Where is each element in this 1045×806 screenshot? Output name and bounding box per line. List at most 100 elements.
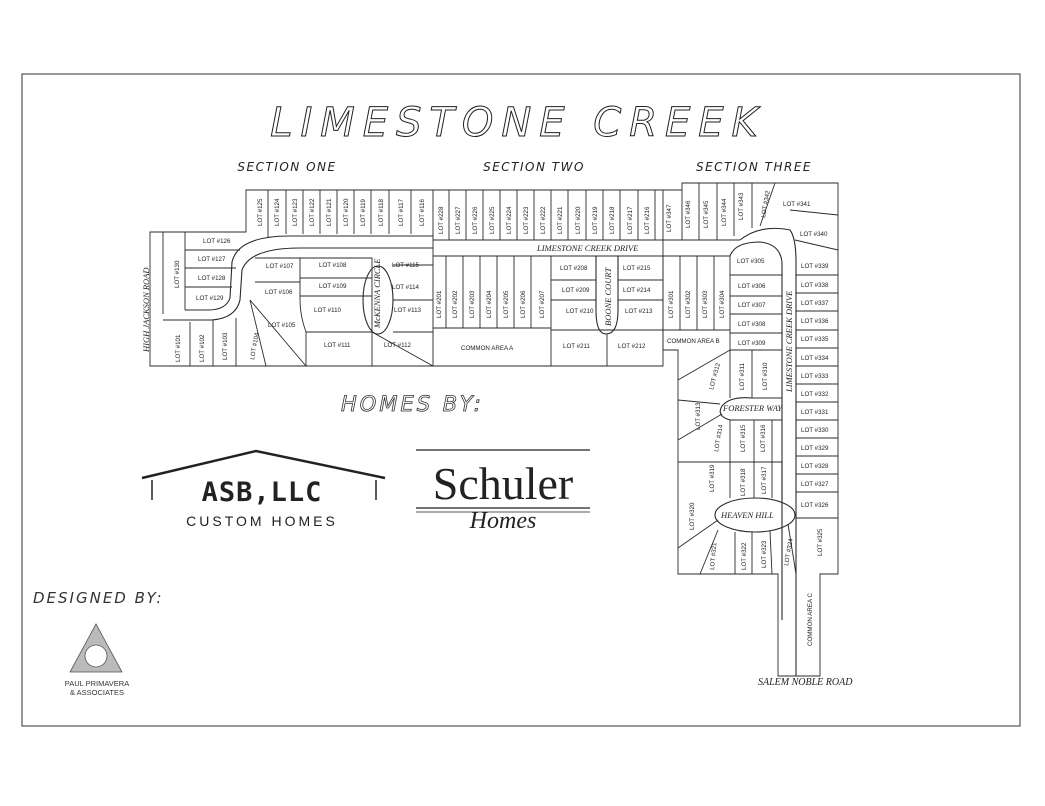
lot-label: LOT #344 xyxy=(721,198,728,226)
schuler-sub: Homes xyxy=(469,508,537,534)
lot-label: LOT #335 xyxy=(801,336,829,343)
lot-label: LOT #203 xyxy=(469,290,476,318)
designer-logo: PAUL PRIMAVERA & ASSOCIATES xyxy=(65,623,129,697)
lot-label: LOT #314 xyxy=(713,424,725,453)
map-title: LIMESTONE CREEK xyxy=(270,100,766,146)
forester-way-label: FORESTER WAY xyxy=(722,403,783,413)
asb-logo: ASB,LLC CUSTOM HOMES xyxy=(141,449,386,529)
lot-label: LOT #208 xyxy=(560,265,588,272)
lot-label: LOT #105 xyxy=(268,322,296,329)
lot-label: LOT #227 xyxy=(455,206,462,234)
salem-noble-road-label: SALEM NOBLE ROAD xyxy=(758,677,853,688)
lot-label: LOT #332 xyxy=(801,391,829,398)
lot-label: LOT #103 xyxy=(222,332,229,360)
lot-label: LOT #106 xyxy=(265,289,293,296)
lot-label: LOT #329 xyxy=(801,445,829,452)
lot-label: LOT #104 xyxy=(249,332,261,361)
lot-label: LOT #308 xyxy=(738,321,766,328)
asb-name: ASB,LLC xyxy=(202,477,323,508)
lot-label: LOT #307 xyxy=(738,302,766,309)
lot-label: LOT #101 xyxy=(175,334,182,362)
schuler-name: Schuler xyxy=(433,458,574,509)
lot-label: LOT #333 xyxy=(801,373,829,380)
lot-label: LOT #328 xyxy=(801,463,829,470)
common-area-c: COMMON AREA C xyxy=(807,593,814,646)
page-frame xyxy=(21,73,1021,727)
lot-label: LOT #343 xyxy=(738,192,745,220)
lot-label: LOT #209 xyxy=(562,287,590,294)
section-one-label: SECTION ONE xyxy=(237,160,336,174)
designer-name-line2: & ASSOCIATES xyxy=(70,688,124,697)
section-one-labels: LOT #125 LOT #124 LOT #123 LOT #122 LOT … xyxy=(174,198,426,362)
lot-label: LOT #315 xyxy=(740,424,747,452)
lot-label: LOT #224 xyxy=(506,206,513,234)
lot-label: LOT #214 xyxy=(623,287,651,294)
lot-label: LOT #330 xyxy=(801,427,829,434)
lot-label: LOT #331 xyxy=(801,409,829,416)
common-area-a: COMMON AREA A xyxy=(461,345,514,352)
lot-label: LOT #102 xyxy=(199,334,206,362)
lot-label: LOT #110 xyxy=(314,307,342,314)
lot-label: LOT #346 xyxy=(685,200,692,228)
lot-label: LOT #221 xyxy=(557,206,564,234)
lot-label: LOT #109 xyxy=(319,283,347,290)
lot-label: LOT #117 xyxy=(398,198,405,226)
lot-label: LOT #127 xyxy=(198,256,226,263)
lot-label: LOT #205 xyxy=(503,290,510,318)
lot-label: LOT #222 xyxy=(540,206,547,234)
designer-name-line1: PAUL PRIMAVERA xyxy=(65,679,129,688)
lot-label: LOT #305 xyxy=(737,258,765,265)
lot-label: LOT #324 xyxy=(783,538,795,567)
lot-label: LOT #223 xyxy=(523,206,530,234)
lot-label: LOT #310 xyxy=(762,362,769,390)
section-two-lots xyxy=(433,189,740,367)
lot-label: LOT #115 xyxy=(392,262,420,269)
lot-label: LOT #116 xyxy=(419,198,426,226)
lot-label: LOT #216 xyxy=(644,206,651,234)
lot-label: LOT #338 xyxy=(801,282,829,289)
lot-label: LOT #212 xyxy=(618,343,646,350)
lot-label: LOT #210 xyxy=(566,308,594,315)
lot-label: LOT #327 xyxy=(801,481,829,488)
lot-label: LOT #218 xyxy=(609,206,616,234)
lot-label: LOT #217 xyxy=(627,206,634,234)
lot-label: LOT #123 xyxy=(292,198,299,226)
lot-label: LOT #339 xyxy=(801,263,829,270)
section-two-labels: LOT #228 LOT #227 LOT #226 LOT #225 LOT … xyxy=(436,206,653,350)
lot-label: LOT #130 xyxy=(174,260,181,288)
lot-label: LOT #129 xyxy=(196,295,224,302)
lot-label: LOT #323 xyxy=(761,540,768,568)
high-jackson-road-label: HIGH JACKSON ROAD xyxy=(141,267,151,353)
limestone-creek-drive-vertical-label: LIMESTONE CREEK DRIVE xyxy=(784,290,794,393)
lot-label: LOT #121 xyxy=(326,198,333,226)
lot-label: LOT #228 xyxy=(438,206,445,234)
lot-label: LOT #213 xyxy=(625,308,653,315)
lot-label: LOT #120 xyxy=(343,198,350,226)
lot-label: LOT #318 xyxy=(740,468,747,496)
section-two-label: SECTION TWO xyxy=(483,160,585,174)
lot-label: LOT #124 xyxy=(274,198,281,226)
lot-label: LOT #312 xyxy=(708,362,722,391)
lot-label: LOT #226 xyxy=(472,206,479,234)
lot-label: LOT #325 xyxy=(817,528,824,556)
lot-label: LOT #211 xyxy=(563,343,591,350)
lot-label: LOT #111 xyxy=(324,342,351,349)
lot-label: LOT #202 xyxy=(452,290,459,318)
lot-label: LOT #326 xyxy=(801,502,829,509)
common-area-b: COMMON AREA B xyxy=(667,338,720,345)
lot-label: LOT #317 xyxy=(761,466,768,494)
lot-label: LOT #114 xyxy=(392,284,420,291)
lot-label: LOT #340 xyxy=(800,231,828,238)
lot-label: LOT #118 xyxy=(378,198,385,226)
lot-label: LOT #322 xyxy=(741,542,748,570)
section-three-lots xyxy=(662,182,839,677)
lot-label: LOT #128 xyxy=(198,275,226,282)
lot-label: LOT #107 xyxy=(266,263,294,270)
homes-by-heading: HOMES BY: xyxy=(341,392,484,416)
lot-label: LOT #219 xyxy=(592,206,599,234)
lot-label: LOT #215 xyxy=(623,265,651,272)
lot-label: LOT #337 xyxy=(801,300,829,307)
lot-label: LOT #126 xyxy=(203,238,231,245)
lot-label: LOT #342 xyxy=(760,190,772,219)
